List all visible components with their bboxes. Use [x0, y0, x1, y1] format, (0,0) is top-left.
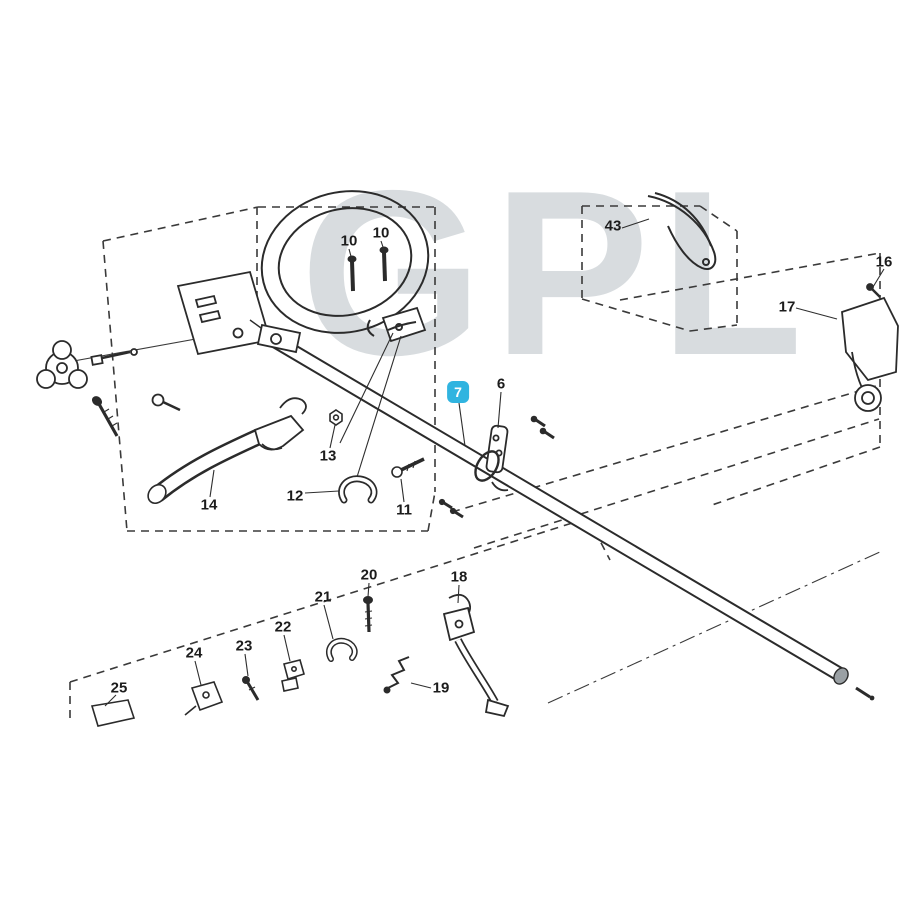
bracket-24	[184, 681, 224, 716]
part-label-13: 13	[319, 447, 337, 465]
shaft-mount-bracket	[176, 270, 302, 356]
part-label-10-right: 10	[372, 224, 390, 242]
clamp-12	[338, 475, 378, 504]
lever-18	[442, 593, 510, 718]
plate-25	[90, 699, 136, 727]
part-label-10-left: 10	[340, 232, 358, 250]
gearhead-assembly-17	[841, 283, 899, 412]
nut-13	[329, 409, 343, 426]
part-label-11: 11	[396, 501, 412, 519]
part-label-12: 12	[286, 487, 304, 505]
part-label-22: 22	[274, 618, 292, 636]
main-shaft-tube	[264, 331, 875, 701]
harness-hook-43	[647, 192, 717, 270]
part-label-21: 21	[314, 588, 332, 606]
dashed-boundaries	[69, 205, 881, 722]
shaft-clamp-assembly	[438, 415, 555, 519]
leader-lines	[104, 218, 885, 707]
loop-handle	[260, 190, 430, 343]
part-label-16: 16	[875, 253, 893, 271]
wing-knob-assembly	[36, 340, 181, 437]
part-label-18: 18	[450, 568, 468, 586]
part-label-20: 20	[360, 566, 378, 584]
front-handle	[147, 397, 307, 505]
spring-clip-19	[383, 656, 410, 694]
part-label-14: 14	[200, 496, 218, 514]
handle-screws	[347, 246, 389, 292]
part-label-19: 19	[432, 679, 450, 697]
part-label-7-highlighted[interactable]: 7	[447, 381, 469, 403]
clamp-21	[325, 637, 358, 662]
part-label-23: 23	[235, 637, 253, 655]
part-label-25: 25	[110, 679, 128, 697]
part-label-24: 24	[185, 644, 203, 662]
bracket-22	[281, 659, 305, 692]
part-label-17: 17	[778, 298, 796, 316]
part-label-6: 6	[496, 375, 506, 393]
bolt-11	[391, 457, 425, 478]
screw-23	[242, 676, 260, 701]
part-label-43: 43	[604, 217, 622, 235]
screw-20	[363, 596, 373, 633]
